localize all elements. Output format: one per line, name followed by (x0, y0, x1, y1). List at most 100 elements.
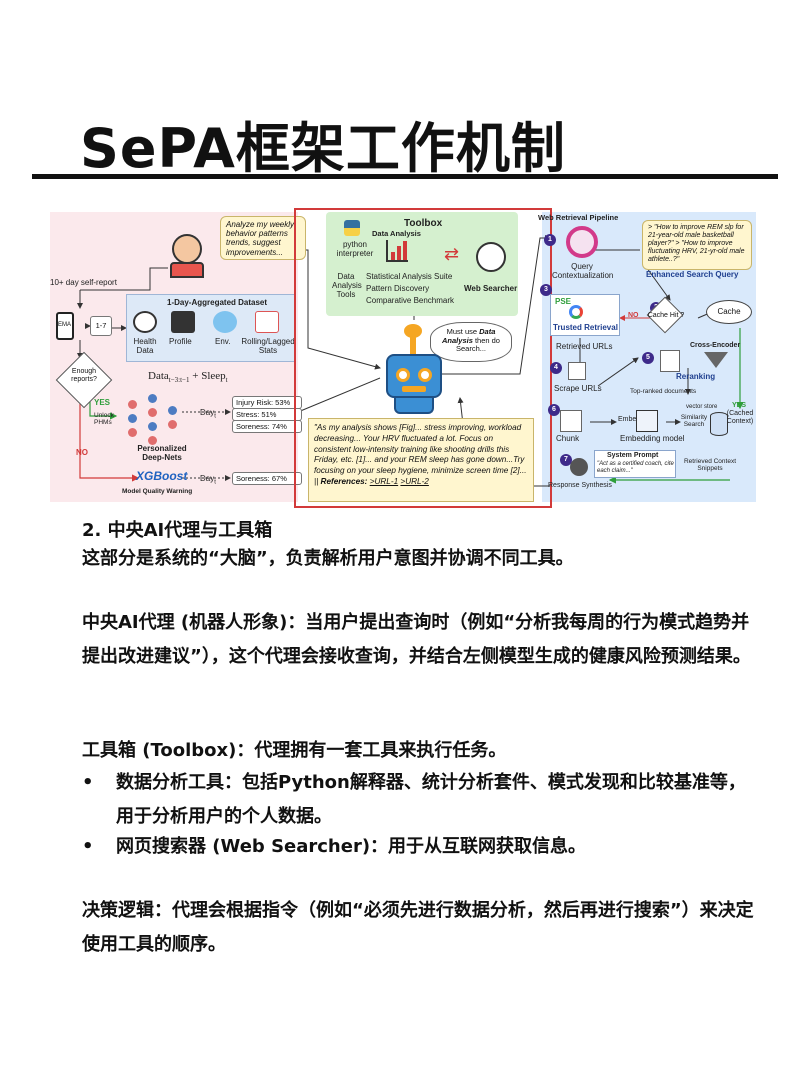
robot-antenna-icon (410, 334, 416, 354)
web-searcher-label: Web Searcher (464, 284, 518, 293)
step-4-badge: 4 (550, 362, 562, 374)
top-ranked-label: Top-ranked documents (630, 388, 697, 395)
scrape-urls-label: Scrape URLs (554, 384, 602, 393)
bullet-marker: • (82, 772, 94, 793)
step-7-badge: 7 (560, 454, 572, 466)
target-icon (566, 226, 598, 258)
chunk-icon (560, 410, 582, 432)
athlete-jersey-icon (170, 262, 204, 278)
agent-highlight-frame (294, 208, 552, 508)
likert-scale-icon: 1-7 (90, 316, 112, 336)
exchange-arrows-icon: ⇄ (444, 244, 460, 264)
system-prompt-box: System Prompt "Act as a certified coach,… (594, 450, 676, 478)
analysis-item-3: Comparative Benchmark (366, 296, 455, 305)
xgboost-logo: XGBoost (136, 469, 188, 483)
toolbox-panel: Toolbox python interpreter Data Analysis… (326, 212, 518, 316)
figure-arrows (77, 235, 744, 487)
globe-icon (476, 242, 506, 272)
deep-nets-label: Personalized Deep-Nets (137, 444, 187, 463)
risk-stress: Stress: 51% (232, 408, 302, 421)
funnel-icon (704, 352, 728, 368)
robot-body-icon (394, 398, 434, 414)
bullet-item-web-searcher: • 网页搜索器 (Web Searcher)：用于从互联网获取信息。 (82, 830, 762, 864)
risk-soreness: Soreness: 74% (232, 420, 302, 433)
query-contextualization-label: Query Contextualization (552, 262, 614, 281)
retrieved-snippets-label: Retrieved Context Snippets (683, 458, 737, 473)
step-6-badge: 6 (548, 404, 560, 416)
athlete-icon (172, 234, 202, 264)
scrape-icon (568, 362, 586, 380)
yes-label: YES (94, 398, 111, 407)
dataset-item-health: Health Data (133, 337, 157, 356)
database-icon (710, 412, 728, 436)
agent-speech-bubble: Must use Data Analysis then do Search... (430, 322, 512, 362)
cache-yes-label: YES (732, 402, 747, 409)
gear-icon (570, 458, 588, 476)
documents-icon (660, 350, 680, 372)
reference-link-2[interactable]: >URL-2 (400, 477, 429, 487)
embed-label: Embed (618, 416, 641, 423)
google-icon (569, 305, 583, 319)
embedding-model-icon (636, 410, 658, 432)
toolbox-intro: 工具箱 (Toolbox)：代理拥有一套工具来执行任务。 (82, 740, 507, 761)
pipeline-title: Web Retrieval Pipeline (538, 213, 619, 222)
analysis-item-2: Pattern Discovery (366, 284, 430, 293)
agent-paragraph: 中央AI代理 (机器人形象)：当用户提出查询时（例如“分析我每周的行为模式趋势并… (82, 612, 751, 667)
dataset-box: 1-Day-Aggregated Dataset Health Data Pro… (126, 294, 296, 362)
reference-link-1[interactable]: >URL-1 (369, 477, 399, 487)
retrieved-urls-label: Retrieved URLs (556, 342, 613, 351)
section-heading: 2. 中央AI代理与工具箱 (82, 520, 273, 541)
phone-icon: EMA (56, 312, 74, 340)
model-warning-label: Model Quality Warning (122, 488, 193, 495)
xgb-soreness: Soreness: 67% (232, 472, 302, 485)
title-divider (32, 174, 778, 179)
vector-store-label: vector store (686, 404, 718, 410)
enough-reports-label: Enough reports? (71, 368, 97, 383)
bullet-item-data-tools: • 数据分析工具：包括Python解释器、统计分析套件、模式发现和比较基准等，用… (82, 766, 762, 834)
sepa-architecture-figure: 10+ day self-report Analyze my weekly be… (50, 208, 756, 508)
similarity-search-label: Similarity Search (680, 414, 708, 429)
no-label: NO (76, 448, 88, 457)
self-report-label: 10+ day self-report (50, 278, 117, 287)
robot-agent-icon (386, 354, 442, 398)
robot-antenna-bulb-icon (404, 324, 422, 338)
dataset-item-profile: Profile (169, 337, 192, 346)
calendar-icon (255, 311, 279, 333)
trusted-retrieval-box: PSE Trusted Retrieval (550, 294, 620, 336)
input-formula: Datat−3:t−1 + Sleept (148, 370, 228, 385)
enhanced-query-label: Enhanced Search Query (646, 270, 739, 279)
step-1-badge: 1 (544, 234, 556, 246)
dataset-item-stats: Rolling/Lagged Stats (241, 337, 295, 356)
data-analysis-tools-label: Data Analysis Tools (332, 272, 362, 300)
decision-paragraph: 决策逻辑：代理会根据指令（例如“必须先进行数据分析，然后再进行搜索”）来决定使用… (82, 900, 754, 955)
day-label: Dayt (200, 408, 216, 420)
cache-no-label: NO (628, 312, 639, 319)
step-3-badge: 3 (540, 284, 552, 296)
xgb-day-label: Dayt (200, 474, 216, 486)
intro-paragraph: 这部分是系统的“大脑”，负责解析用户意图并协调不同工具。 (82, 548, 574, 569)
toolbox-title: Toolbox (404, 218, 443, 229)
chunk-label: Chunk (556, 434, 580, 443)
step-5-badge: 5 (642, 352, 654, 364)
dataset-title: 1-Day-Aggregated Dataset (167, 298, 268, 307)
user-request-bubble: Analyze my weekly behavior patterns tren… (220, 216, 306, 260)
bullet-text: 网页搜索器 (Web Searcher)：用于从互联网获取信息。 (116, 836, 587, 857)
profile-card-icon (171, 311, 195, 333)
chart-icon (386, 240, 408, 262)
weather-icon (213, 311, 237, 333)
bullet-marker: • (82, 836, 94, 857)
cached-context-label: (Cached Context) (726, 410, 754, 426)
python-icon (344, 220, 360, 236)
analysis-item-1: Statistical Analysis Suite (366, 272, 453, 281)
cross-encoder-label: Cross-Encoder (690, 342, 741, 349)
response-synthesis-label: Response Synthesis (548, 482, 612, 489)
queries-bubble: > "How to improve REM slp for 21-year-ol… (642, 220, 752, 270)
bullet-text: 数据分析工具：包括Python解释器、统计分析套件、模式发现和比较基准等，用于分… (116, 772, 746, 827)
cache-hit-label: Cache Hit ? (647, 312, 685, 319)
unlock-phms-label: Unlock PHMs (94, 412, 114, 427)
cache-cloud: Cache (706, 300, 752, 324)
python-label: python interpreter (336, 240, 374, 259)
agent-response-box: "As my analysis shows [Fig]... stress im… (308, 418, 534, 502)
embedding-model-label: Embedding model (620, 434, 685, 443)
watch-icon (133, 311, 157, 333)
